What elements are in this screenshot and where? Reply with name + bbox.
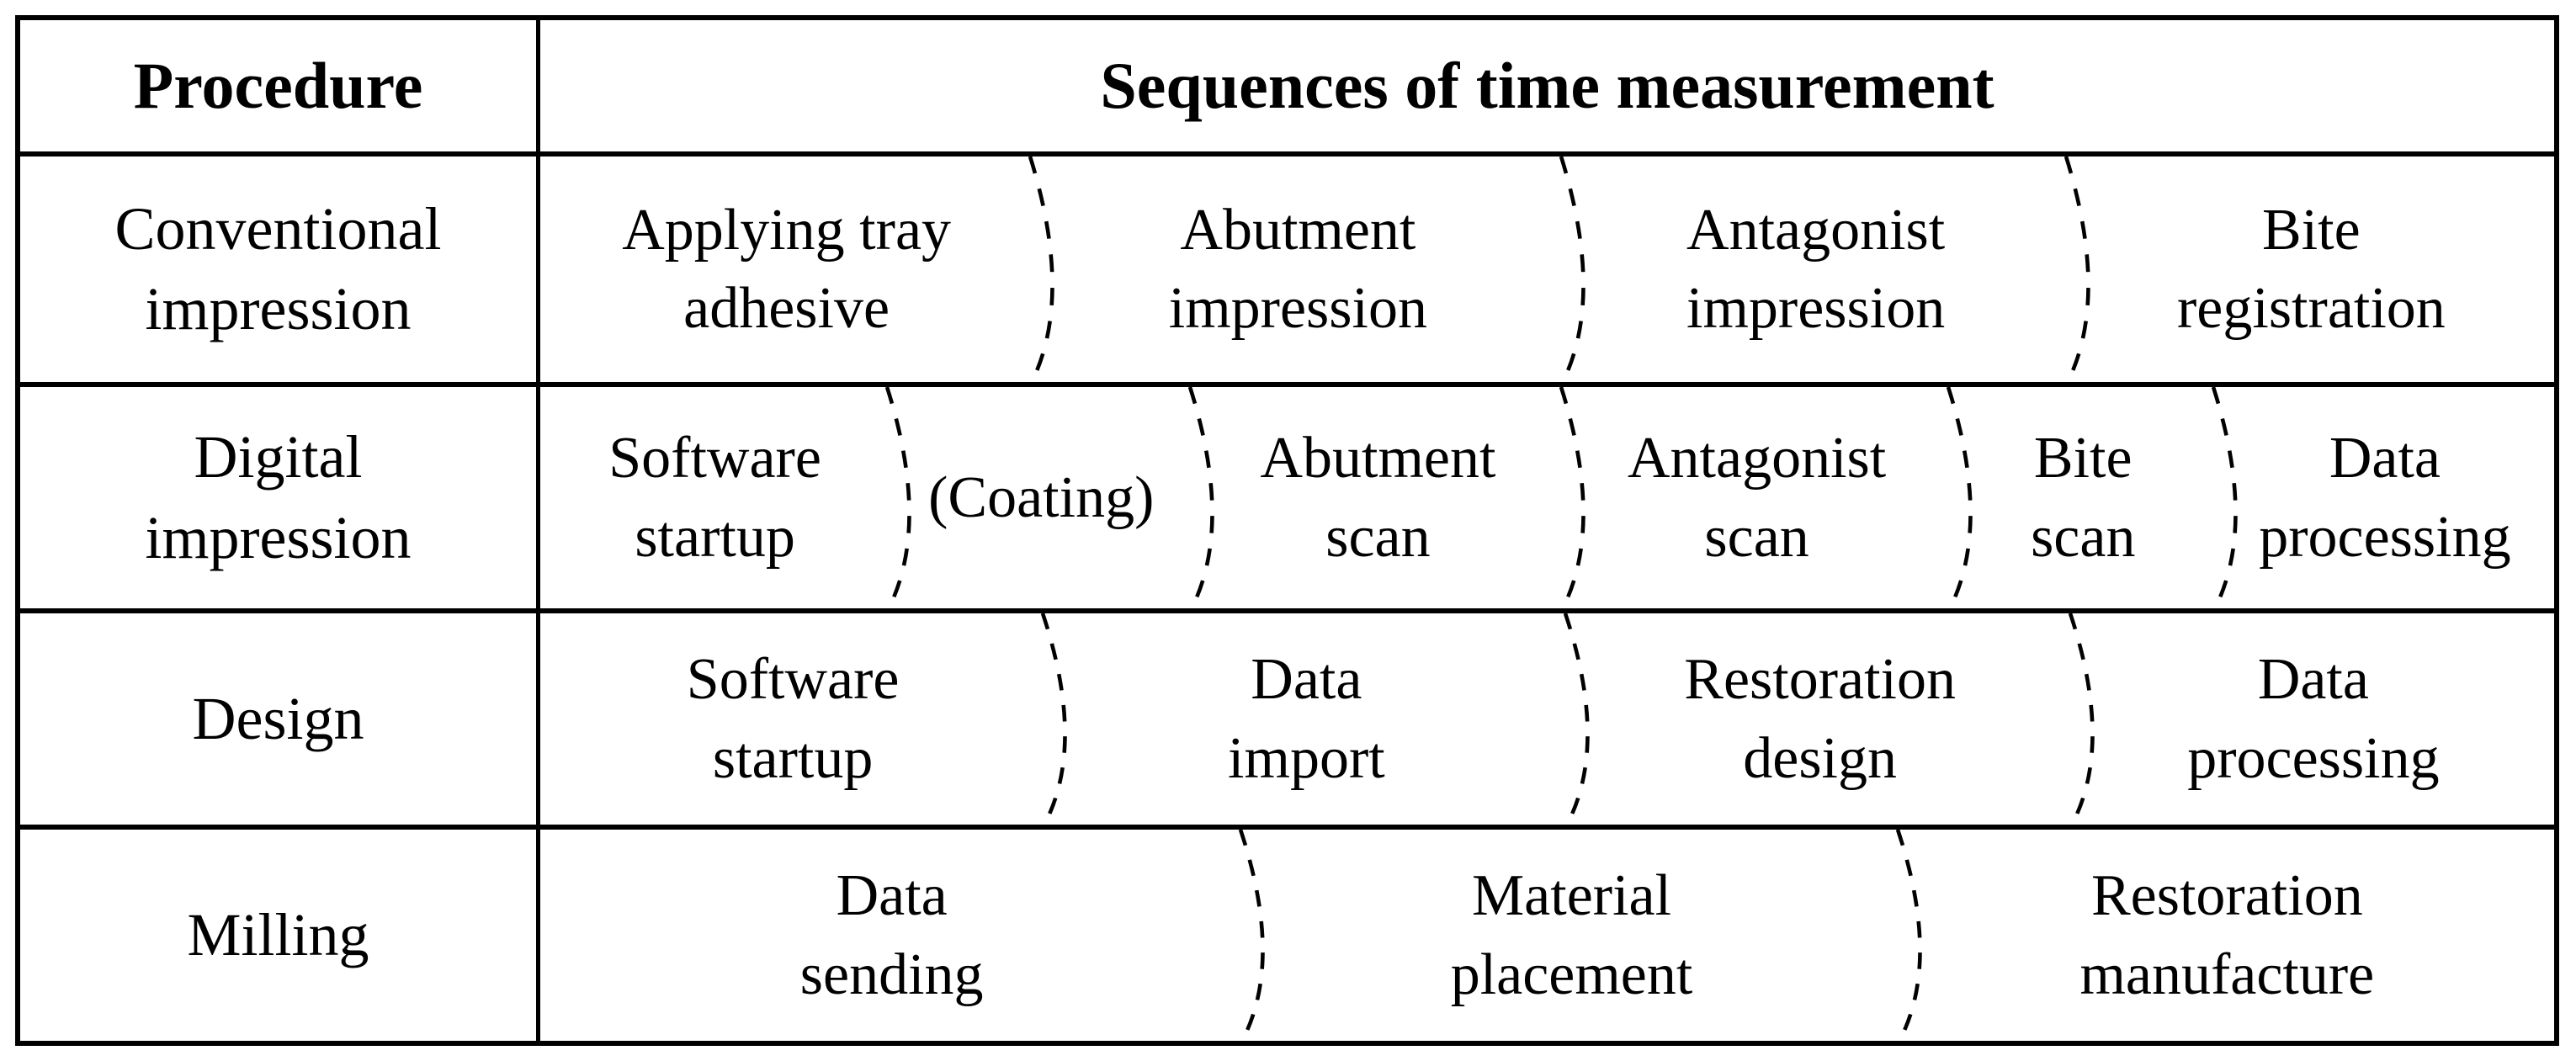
sequence-step: Bite scan [1951,387,2238,608]
sequence-step-label: (Coating) [928,464,1155,530]
sequence-step: (Coating) [890,387,1215,608]
sequence-area: Software startup Data import Restoration… [540,613,2554,825]
sequence-step-label: Antagonist impression [1686,197,1946,341]
procedure-row: Conventional impression Applying tray ad… [20,156,2554,387]
sequence-step: Software startup [540,613,1068,825]
sequence-step-label: Restoration manufacture [2079,863,2375,1007]
header-row: Procedure Sequences of time measurement [20,20,2554,156]
header-procedure-label: Procedure [20,20,540,151]
sequence-step: Abutment impression [1033,156,1585,382]
header-sequences-label: Sequences of time measurement [1100,49,1994,122]
sequence-step: Antagonist impression [1564,156,2090,382]
sequence-step-label: Antagonist scan [1628,426,1887,570]
table-body: Conventional impression Applying tray ad… [20,156,2554,1041]
sequence-step: Applying tray adhesive [540,156,1055,382]
procedure-row: Design Software startup Data import Rest… [20,613,2554,830]
sequence-step-label: Bite scan [2031,426,2136,570]
sequence-step-label: Data processing [2187,647,2440,791]
sequence-step: Restoration manufacture [1900,830,2554,1041]
sequence-step: Bite registration [2069,156,2554,382]
sequence-step-label: Software startup [686,647,900,791]
sequence-step: Abutment scan [1192,387,1585,608]
sequence-step-label: Data import [1228,647,1385,791]
procedure-row: Digital impression Software startup (Coa… [20,387,2554,613]
sequence-step: Data sending [540,830,1266,1041]
sequence-step-label: Abutment scan [1260,426,1496,570]
sequence-step: Restoration design [1568,613,2095,825]
sequence-area: Software startup (Coating) Abutment scan… [540,387,2554,608]
sequence-area: Data sending Material placement Restorat… [540,830,2554,1041]
sequence-step: Data import [1045,613,1590,825]
procedure-label: Conventional impression [20,156,540,382]
procedure-label: Design [20,613,540,825]
procedure-label: Digital impression [20,387,540,608]
sequence-step-label: Data sending [799,863,984,1007]
procedure-label: Milling [20,830,540,1041]
sequence-step-label: Applying tray adhesive [622,197,952,341]
sequence-step-label: Software startup [608,426,821,570]
procedure-sequence-table: Procedure Sequences of time measurement … [15,15,2559,1046]
sequence-step-label: Bite registration [2176,197,2446,341]
sequence-step-label: Material placement [1450,863,1693,1007]
sequence-step-label: Restoration design [1684,647,1956,791]
sequence-step: Antagonist scan [1564,387,1973,608]
sequence-step-label: Abutment impression [1168,197,1427,341]
sequence-step: Data processing [2073,613,2554,825]
procedure-row: Milling Data sending Material placement … [20,830,2554,1041]
sequence-step: Data processing [2216,387,2554,608]
sequence-area: Applying tray adhesive Abutment impressi… [540,156,2554,382]
sequence-step-label: Data processing [2259,426,2511,570]
sequence-step: Material placement [1243,830,1922,1041]
sequence-step: Software startup [540,387,911,608]
